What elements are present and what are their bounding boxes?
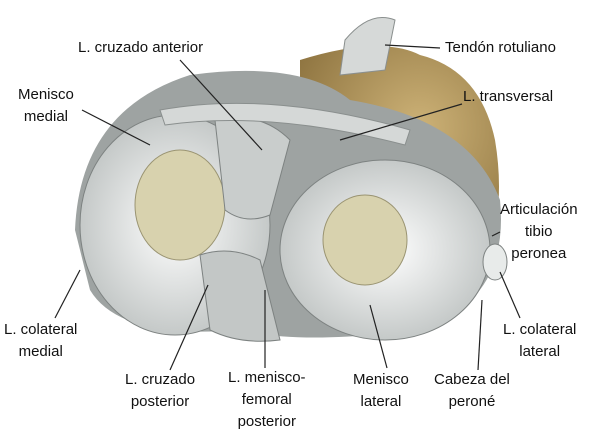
label-acl: L. cruzado anterior bbox=[78, 37, 203, 59]
fibula-head bbox=[482, 243, 508, 281]
label-text: Menisco bbox=[18, 86, 74, 103]
label-text: Tendón rotuliano bbox=[445, 39, 556, 56]
label-text: lateral bbox=[519, 343, 561, 360]
label-pcl: L. cruzado posterior bbox=[125, 369, 195, 413]
medial-plateau bbox=[134, 149, 226, 261]
label-text: lateral bbox=[360, 393, 402, 410]
label-text: medial bbox=[18, 343, 63, 360]
label-transverse-ligament: L. transversal bbox=[463, 86, 553, 108]
label-text: Cabeza del bbox=[434, 371, 510, 388]
label-text: medial bbox=[23, 108, 69, 125]
patellar-tendon bbox=[339, 17, 396, 76]
lateral-plateau bbox=[322, 194, 408, 286]
posterior-cruciate-ligament bbox=[199, 250, 281, 342]
label-text: peronea bbox=[511, 245, 567, 262]
label-text: Menisco bbox=[353, 371, 409, 388]
label-text: L. cruzado anterior bbox=[78, 39, 204, 56]
label-text: femoral bbox=[241, 391, 292, 408]
label-mcl: L. colateral medial bbox=[4, 319, 77, 363]
label-patellar-tendon: Tendón rotuliano bbox=[445, 37, 556, 59]
transverse-ligament bbox=[159, 102, 411, 146]
label-lateral-meniscus: Menisco lateral bbox=[353, 369, 409, 413]
label-text: L. menisco- bbox=[228, 369, 306, 386]
label-text: L. colateral bbox=[4, 321, 78, 338]
label-text: peroné bbox=[448, 393, 496, 410]
label-text: L. colateral bbox=[503, 321, 577, 338]
label-tibiofibular-joint: Articulación tibio peronea bbox=[500, 199, 578, 265]
label-text: Articulación bbox=[500, 201, 578, 218]
leader-lines bbox=[54, 44, 521, 371]
label-text: L. transversal bbox=[463, 88, 554, 105]
label-text: tibio bbox=[525, 223, 553, 240]
label-text: posterior bbox=[130, 393, 190, 410]
label-medial-meniscus: Menisco medial bbox=[18, 84, 74, 128]
label-fibula-head: Cabeza del peroné bbox=[434, 369, 510, 413]
label-text: L. cruzado bbox=[125, 371, 196, 388]
label-meniscofemoral: L. menisco-femoral posterior bbox=[228, 367, 306, 431]
label-lcl: L. colateral lateral bbox=[503, 319, 576, 363]
label-text: posterior bbox=[237, 413, 296, 430]
